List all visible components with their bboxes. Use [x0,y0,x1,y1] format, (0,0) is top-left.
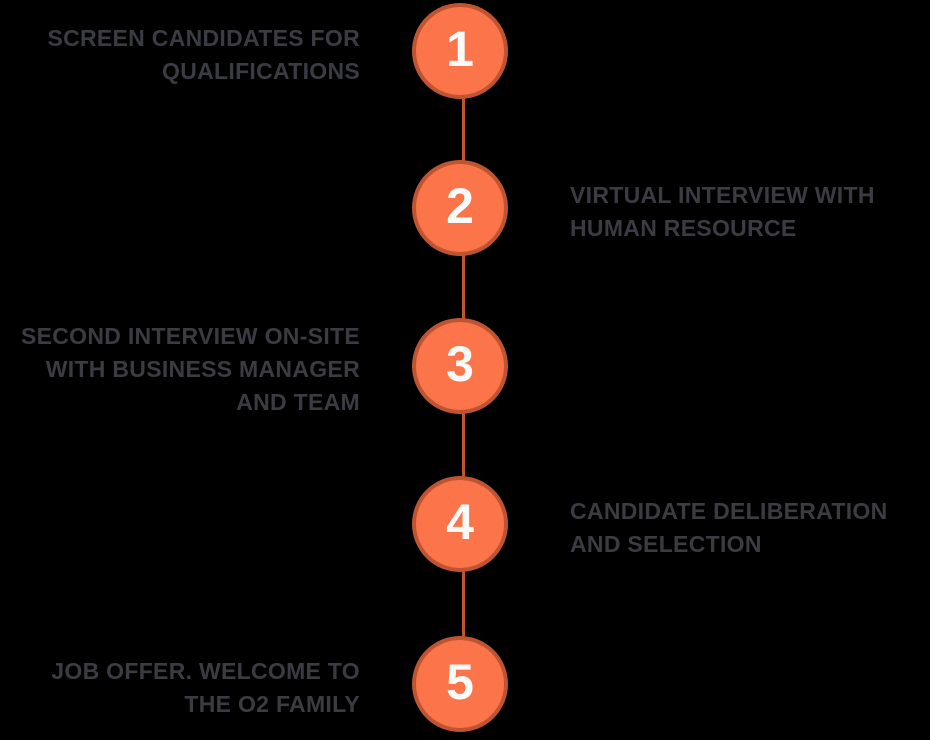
step-1-label-line: SCREEN CANDIDATES FOR [47,25,360,51]
step-5-number: 5 [446,654,474,710]
step-2-label: VIRTUAL INTERVIEW WITH HUMAN RESOURCE [570,179,910,245]
step-5-label-line: THE O2 FAMILY [184,691,360,717]
step-1-label-line: QUALIFICATIONS [162,58,360,84]
step-5-circle: 5 [412,636,508,732]
step-3-label-line: SECOND INTERVIEW ON-SITE [20,323,360,349]
step-4-label-line: CANDIDATE DELIBERATION [570,498,888,524]
step-3-label-line: AND TEAM [236,389,360,415]
step-4-label: CANDIDATE DELIBERATION AND SELECTION [570,495,910,561]
step-1-number: 1 [446,21,474,77]
step-3-number: 3 [446,336,474,392]
step-3-circle: 3 [412,318,508,414]
step-4-number: 4 [446,494,474,550]
step-2-circle: 2 [412,160,508,256]
step-2-label-line: HUMAN RESOURCE [570,215,797,241]
step-5-label: JOB OFFER. WELCOME TO THE O2 FAMILY [20,655,360,721]
step-2-label-line: VIRTUAL INTERVIEW WITH [570,182,875,208]
step-4-circle: 4 [412,476,508,572]
step-3-label: SECOND INTERVIEW ON-SITE WITH BUSINESS M… [20,320,360,419]
step-1-circle: 1 [412,3,508,99]
step-1-label: SCREEN CANDIDATES FOR QUALIFICATIONS [20,22,360,88]
step-4-label-line: AND SELECTION [570,531,762,557]
step-5-label-line: JOB OFFER. WELCOME TO [51,658,360,684]
step-2-number: 2 [446,178,474,234]
step-3-label-line: WITH BUSINESS MANAGER [45,356,360,382]
